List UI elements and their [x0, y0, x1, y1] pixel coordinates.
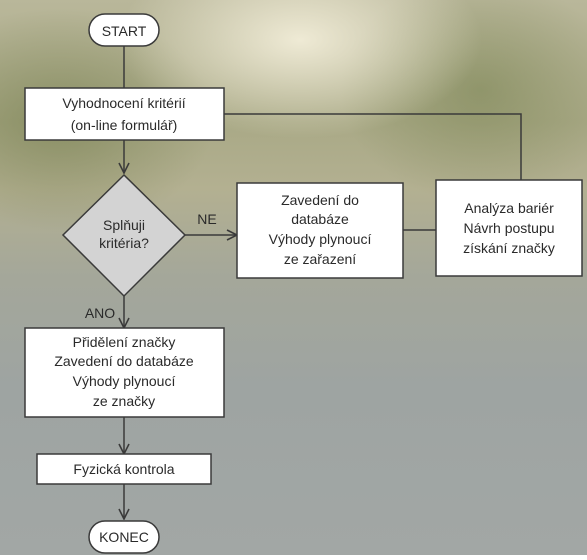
assign-box [24, 327, 225, 418]
assign-label-line-4: ze značky [93, 393, 155, 409]
analysis-label-line-1: Analýza bariér [464, 200, 554, 216]
connector-evaluate-to-analysis [224, 113, 522, 180]
register-label-line-2: databáze [291, 211, 349, 227]
assign-label-line-2: Zavedení do databáze [54, 353, 194, 369]
register-box [236, 182, 404, 279]
register-label-line-4: ze zařazení [284, 251, 356, 267]
connectors [124, 46, 522, 519]
end-terminator: KONEC [88, 520, 160, 554]
register-label-line-3: Výhody plynoucí [269, 231, 372, 247]
end-shape [88, 520, 160, 554]
evaluate-label-line-1: Vyhodnocení kritérií [62, 95, 185, 111]
analysis-step: Analýza bariér Návrh postupu získání zna… [435, 179, 583, 277]
register-label-line-1: Zavedení do [281, 192, 359, 208]
register-step: Zavedení do databáze Výhody plynoucí ze … [236, 182, 404, 279]
evaluate-label-line-2: (on-line formulář) [71, 117, 178, 133]
assign-step: Přidělení značky Zavedení do databáze Vý… [24, 327, 225, 418]
evaluate-box [24, 87, 225, 141]
inspection-label: Fyzická kontrola [73, 461, 174, 477]
inspection-box [36, 453, 212, 485]
decision-label-line-1: Splňuji [103, 217, 145, 233]
evaluate-step: Vyhodnocení kritérií (on-line formulář) [24, 87, 225, 141]
assign-label-line-1: Přidělení značky [73, 334, 176, 350]
start-terminator: START [88, 13, 160, 47]
decision-label-line-2: kritéria? [99, 235, 149, 251]
analysis-box [435, 179, 583, 277]
analysis-label-line-3: získání značky [463, 240, 555, 256]
yes-branch-label: ANO [85, 305, 115, 321]
no-branch-label: NE [197, 211, 216, 227]
start-label: START [102, 23, 147, 39]
decision-diamond [61, 173, 187, 298]
end-label: KONEC [99, 529, 149, 545]
start-shape [88, 13, 160, 47]
inspection-step: Fyzická kontrola [36, 453, 212, 485]
decision-criteria: Splňuji kritéria? [61, 173, 187, 298]
analysis-label-line-2: Návrh postupu [463, 220, 554, 236]
assign-label-line-3: Výhody plynoucí [73, 373, 176, 389]
